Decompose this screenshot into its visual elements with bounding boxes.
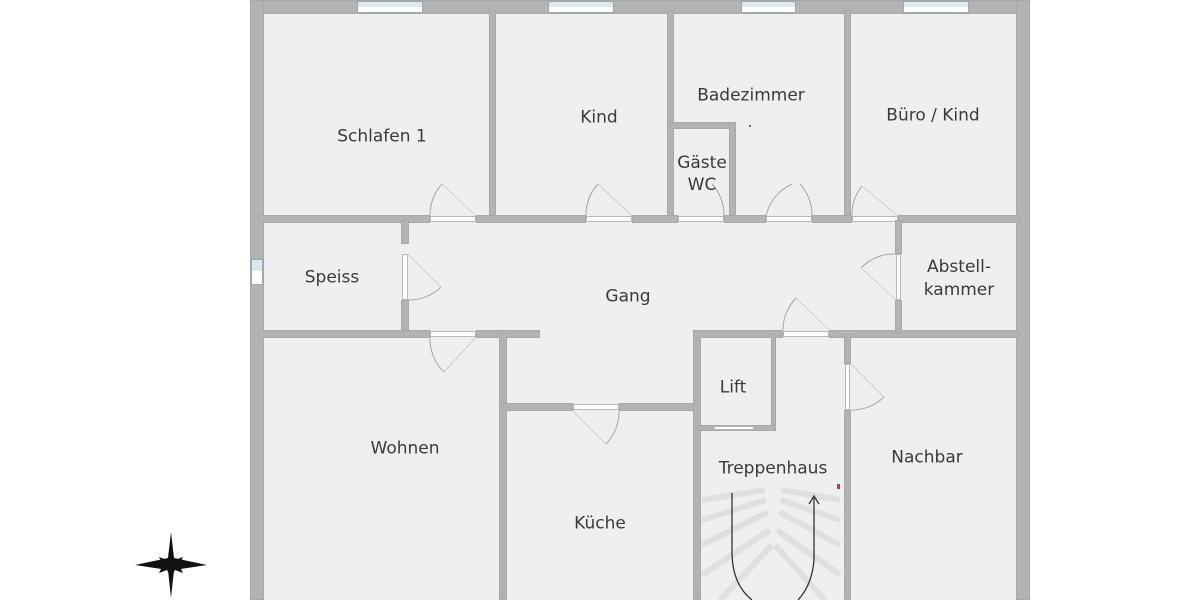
room-label-treppenhaus: Treppenhaus: [718, 458, 828, 479]
outer-wall-top: [250, 0, 1030, 14]
room-label-schlafen1: Schlafen 1: [337, 126, 427, 147]
room-label-abstell-line1: Abstell-: [927, 257, 991, 277]
wall: [724, 215, 766, 223]
window: [548, 1, 614, 13]
door-opening: [678, 216, 724, 222]
door-opening: [766, 216, 812, 222]
wall: [401, 220, 409, 244]
door-opening: [783, 331, 829, 337]
wall: [632, 215, 678, 223]
window: [357, 1, 423, 13]
wall: [829, 330, 1020, 338]
stair-arrow-icon: [731, 493, 820, 600]
wall: [898, 215, 1020, 223]
wall: [844, 410, 851, 600]
wall: [844, 10, 851, 220]
window: [741, 1, 796, 13]
door-opening: [430, 216, 476, 222]
room-label-gaeste-line1: Gäste: [677, 153, 727, 173]
room-label-speiss: Speiss: [304, 267, 360, 288]
room-label-abstell-line2: kammer: [923, 280, 995, 300]
wall: [489, 10, 496, 220]
wall: [476, 330, 540, 338]
wall: [895, 300, 902, 334]
stairs: [700, 487, 842, 600]
wall: [844, 334, 851, 364]
room-label-gang: Gang: [605, 286, 651, 307]
wall: [895, 220, 902, 254]
compass-star-icon: [135, 532, 207, 598]
window: [903, 1, 969, 13]
door-opening: [430, 331, 476, 337]
room-label-nachbar: Nachbar: [891, 447, 963, 468]
room-label-gaeste-line2: WC: [687, 175, 717, 195]
wall: [503, 403, 573, 411]
room-label-wohnen: Wohnen: [370, 438, 440, 459]
room-label-badezimmer: Badezimmer: [697, 85, 805, 106]
door-opening: [586, 216, 632, 222]
wall: [258, 215, 430, 223]
lift-door: [714, 426, 754, 430]
outer-wall-right: [1016, 0, 1030, 600]
wall: [693, 330, 783, 338]
door-opening: [852, 216, 898, 222]
wall: [771, 334, 776, 430]
room-label-kueche: Küche: [574, 513, 626, 534]
wall: [729, 122, 736, 220]
door-opening: [402, 254, 408, 300]
outer-wall-left: [250, 0, 264, 600]
marker: [837, 484, 840, 489]
wall: [499, 333, 507, 600]
wall: [258, 330, 430, 338]
wall: [670, 122, 736, 129]
room-label-gaeste-wc: Gäste WC: [677, 152, 727, 196]
wall: [619, 403, 699, 411]
room-label-abstellkammer: Abstell- kammer: [924, 256, 995, 302]
room-label-kind: Kind: [580, 107, 618, 128]
wall: [667, 10, 674, 220]
room-label-buero-kind: Büro / Kind: [886, 105, 980, 126]
door-opening: [573, 404, 619, 410]
wall: [401, 300, 409, 334]
door-opening: [845, 364, 850, 410]
wall: [812, 215, 852, 223]
wall: [476, 215, 586, 223]
door-opening: [896, 254, 901, 300]
floor-area: [258, 8, 1020, 600]
window: [251, 259, 263, 285]
room-label-lift: Lift: [719, 377, 747, 398]
wall: [693, 330, 701, 600]
